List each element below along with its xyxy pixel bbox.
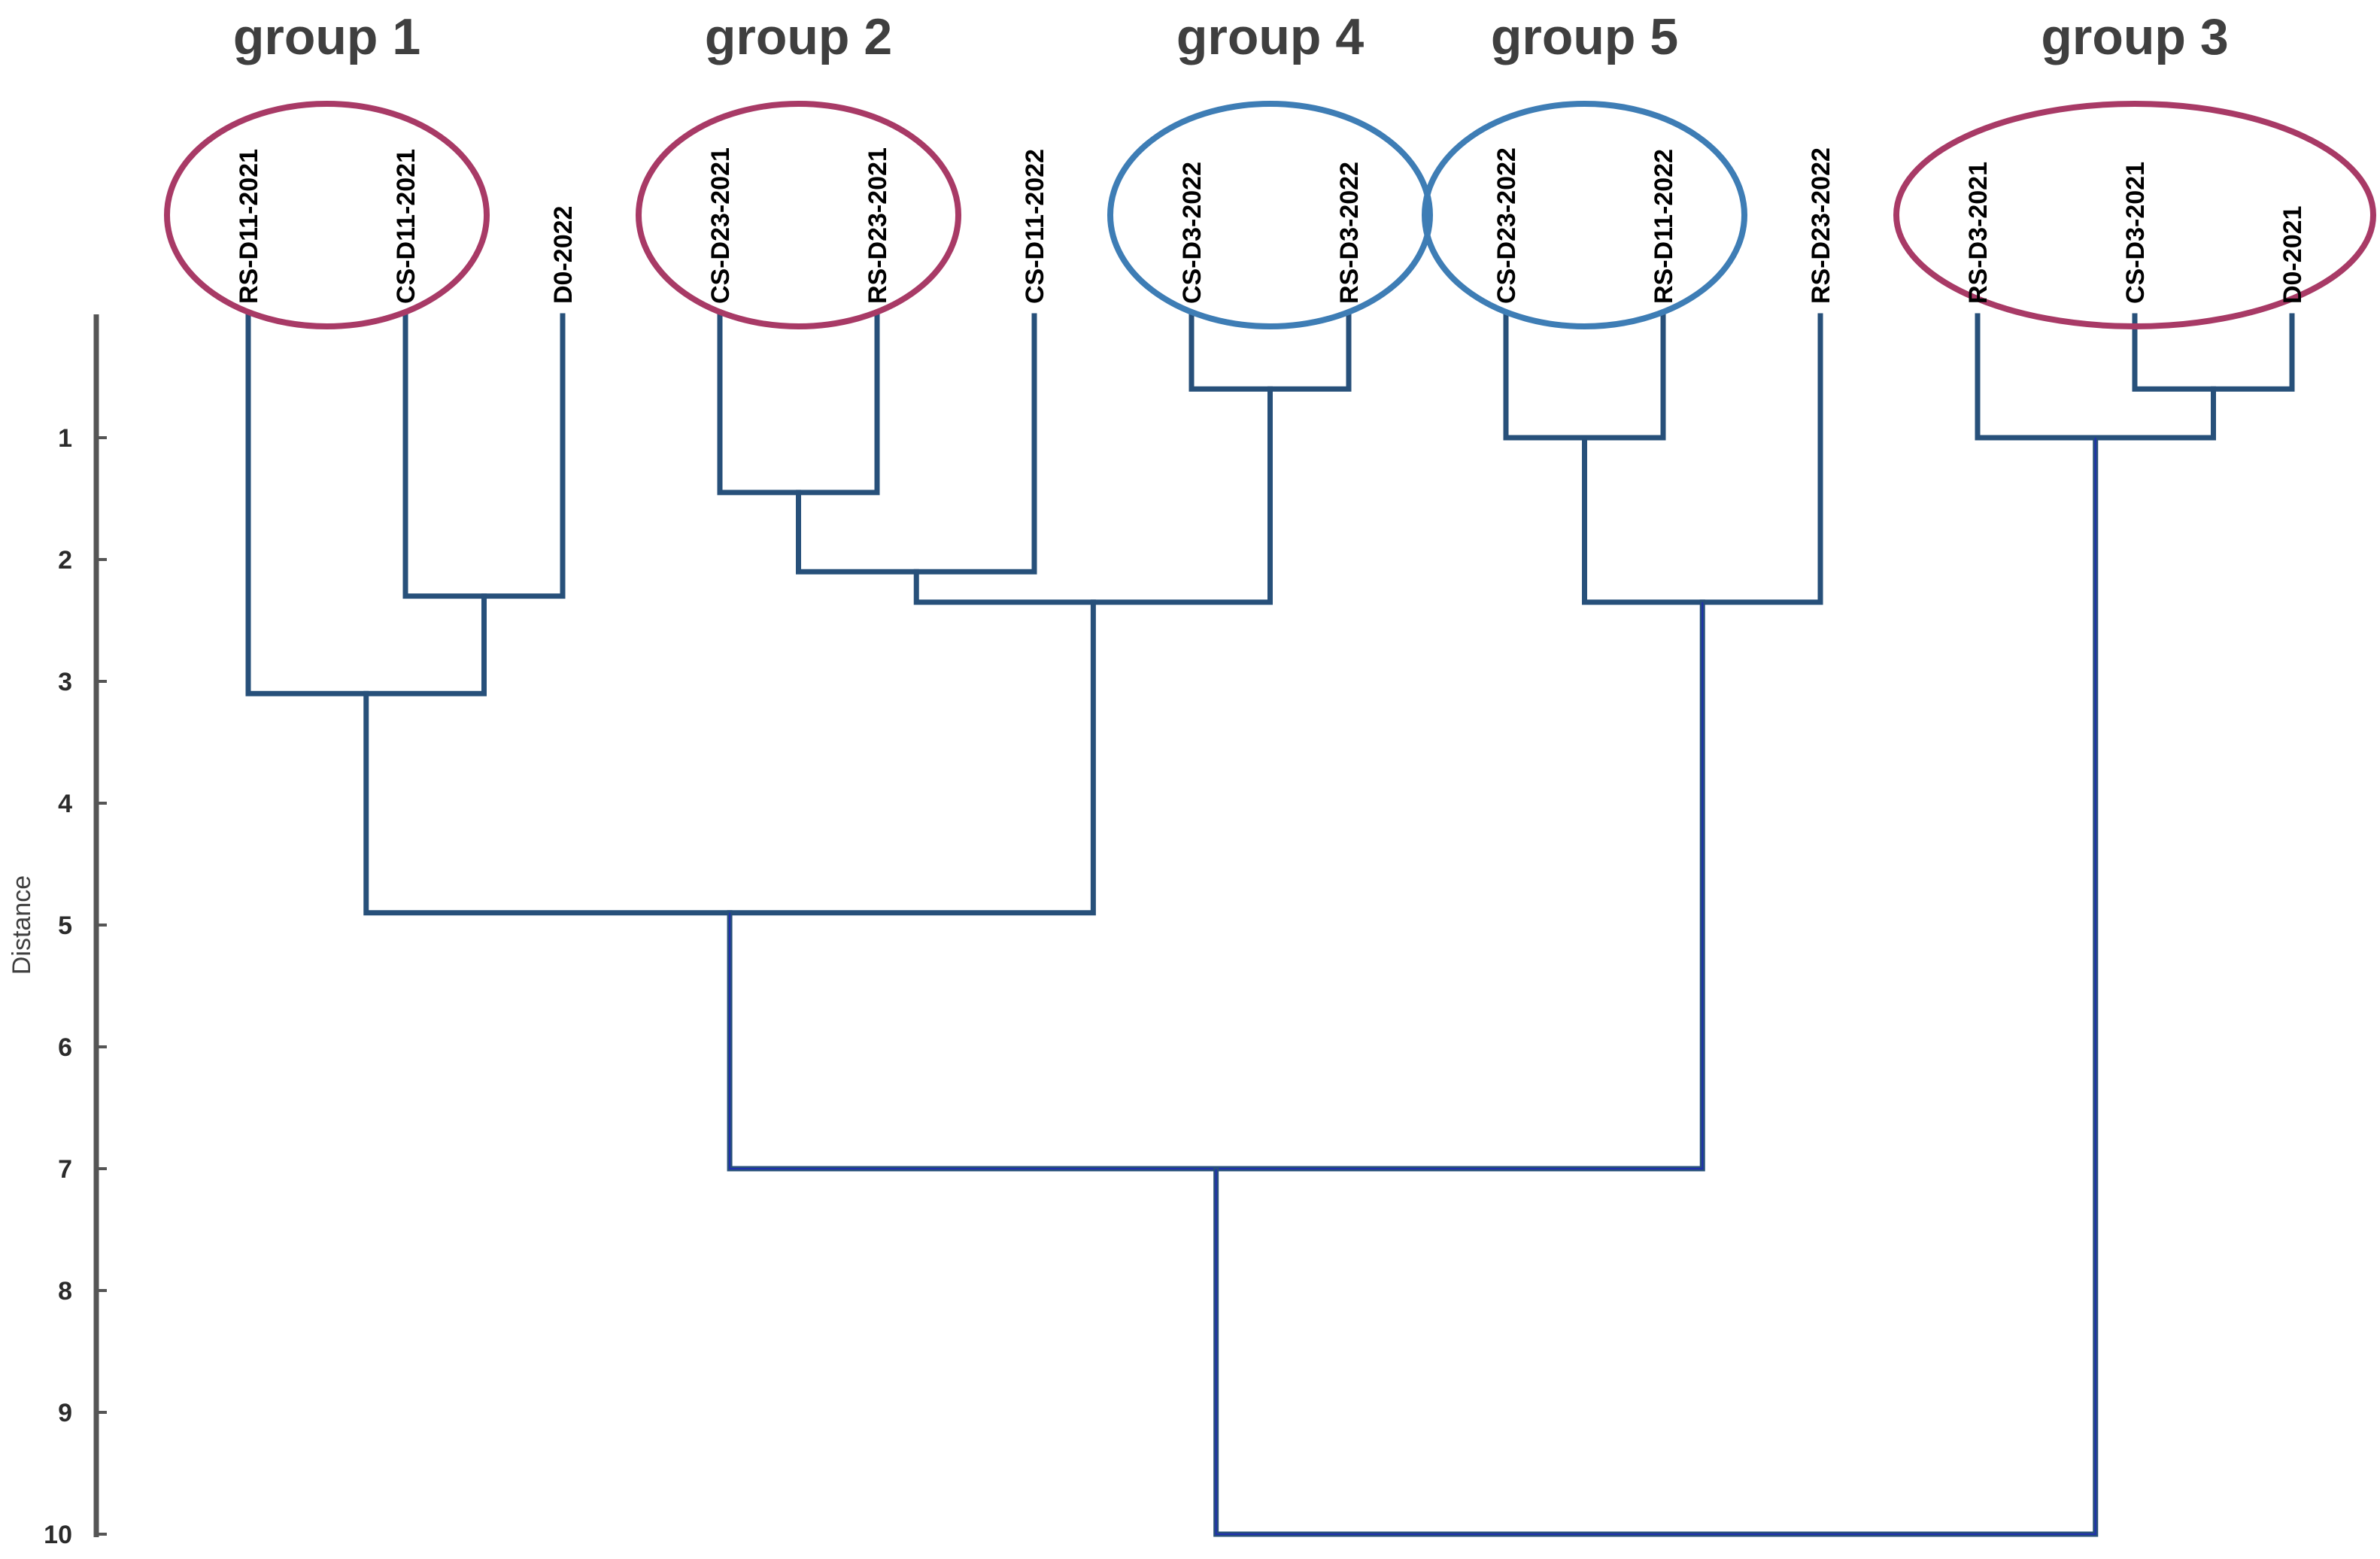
- tick-label: 10: [44, 1521, 72, 1549]
- group-title: group 2: [705, 8, 892, 65]
- merge-link-highlight-m13: [1215, 438, 2096, 1535]
- tick-label: 9: [58, 1399, 72, 1427]
- distance-axis: 1 2 3 4 5 6 7 8 9 10 Distance: [8, 314, 107, 1549]
- tick-label: 5: [58, 911, 72, 940]
- leaf-label: D0-2021: [2278, 206, 2307, 304]
- leaf-label: CS-D23-2021: [706, 147, 735, 304]
- merge-link-m6: [796, 313, 1037, 575]
- group-title: group 3: [2041, 8, 2228, 65]
- leaf-labels: RS-D11-2021 CS-D11-2021 D0-2022 CS-D23-2021…: [235, 147, 2307, 304]
- tick-label: 1: [58, 424, 72, 453]
- leaf-label: CS-D3-2021: [2121, 162, 2150, 304]
- leaf-label: RS-D3-2022: [1335, 162, 1364, 304]
- leaf-label: RS-D3-2021: [1964, 162, 1993, 304]
- group-ellipse: [1107, 101, 1433, 329]
- leaf-label: RS-D11-2021: [235, 149, 263, 304]
- group-ellipse: [1893, 101, 2376, 329]
- dendrogram-links: [245, 313, 2295, 1537]
- merge-link-m7: [402, 313, 566, 599]
- merge-link-m10: [245, 313, 487, 696]
- leaf-label: RS-D11-2022: [1650, 149, 1678, 304]
- merge-link-m4: [1975, 313, 2216, 441]
- group-ellipses: [164, 101, 2376, 329]
- merge-link-m11: [363, 599, 1096, 916]
- group-titles: group 1 group 2 group 4 group 5 group 3: [233, 8, 2229, 65]
- axis-title: Distance: [8, 875, 36, 975]
- leaf-label: CS-D11-2022: [1021, 149, 1049, 304]
- group-title: group 1: [233, 8, 420, 65]
- tick-label: 7: [58, 1155, 72, 1184]
- merge-link-m9: [1582, 313, 1823, 605]
- leaf-label: CS-D3-2022: [1178, 162, 1207, 304]
- tick-label: 3: [58, 668, 72, 696]
- leaf-label: RS-D23-2022: [1807, 147, 1835, 304]
- merge-link-m12: [727, 599, 1705, 1172]
- group-title: group 4: [1176, 8, 1365, 65]
- group-ellipse: [636, 101, 961, 329]
- merge-link-highlight-m12: [729, 602, 1704, 1169]
- leaf-label: CS-D23-2022: [1492, 147, 1521, 304]
- leaf-label: RS-D23-2021: [864, 147, 892, 304]
- group-title: group 5: [1491, 8, 1678, 65]
- group-ellipse: [164, 101, 490, 329]
- leaf-label: D0-2022: [549, 206, 578, 304]
- tick-label: 4: [58, 790, 72, 818]
- merge-link-m5: [717, 313, 880, 496]
- group-ellipse: [1422, 101, 1747, 329]
- tick-label: 8: [58, 1277, 72, 1306]
- tick-label: 2: [58, 546, 72, 575]
- tick-label: 6: [58, 1033, 72, 1062]
- leaf-label: CS-D11-2021: [392, 149, 420, 304]
- merge-link-m3: [1503, 313, 1666, 441]
